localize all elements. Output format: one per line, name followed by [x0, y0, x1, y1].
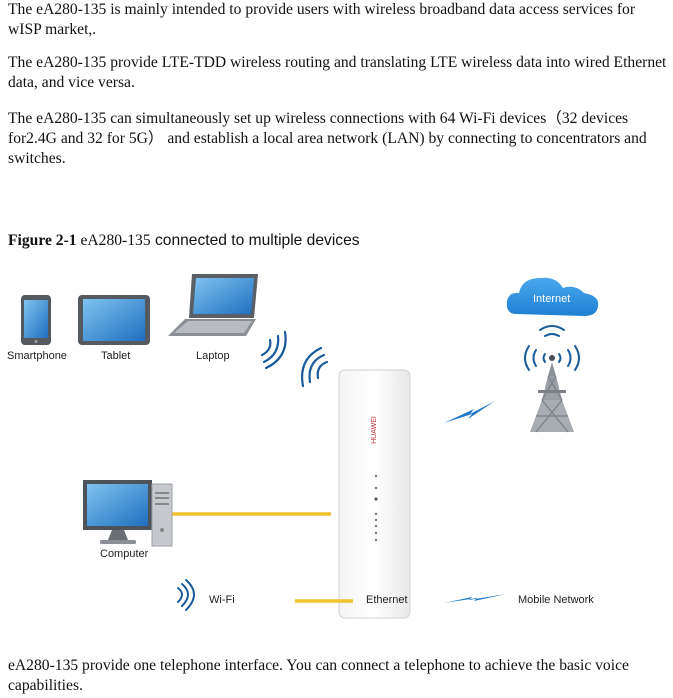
- tower-signal-icon: [524, 325, 580, 371]
- figure-caption-text: connected to multiple devices: [150, 232, 360, 249]
- router-brand-logo: HUAWEI: [371, 416, 378, 444]
- computer-icon: [83, 480, 173, 547]
- mobile-network-bolt-icon: [444, 401, 495, 423]
- figure-caption: Figure 2-1 eA280-135 connected to multip…: [8, 232, 360, 250]
- figure-model: eA280-135: [80, 232, 151, 249]
- legend-wifi-icon: [177, 579, 195, 611]
- intro-paragraph-1: The eA280-135 is mainly intended to prov…: [8, 1, 636, 38]
- intro-paragraph-3: The eA280-135 can simultaneously set up …: [8, 110, 647, 167]
- wifi-signal-icon: [260, 330, 329, 388]
- smartphone-icon: [21, 295, 51, 345]
- intro-paragraph-2: The eA280-135 provide LTE-TDD wireless r…: [8, 54, 667, 91]
- laptop-label: Laptop: [196, 350, 230, 362]
- legend-mobile-label: Mobile Network: [518, 594, 594, 606]
- router-device: HUAWEI: [338, 369, 411, 619]
- internet-label: Internet: [533, 293, 571, 305]
- legend-mobile-bolt-icon: [444, 594, 506, 603]
- computer-label: Computer: [100, 548, 149, 560]
- legend-ethernet-label: Ethernet: [366, 594, 408, 606]
- legend-wifi-label: Wi-Fi: [209, 594, 235, 606]
- laptop-icon: [168, 274, 258, 336]
- smartphone-label: Smartphone: [7, 350, 67, 362]
- internet-cloud-icon: [506, 277, 599, 316]
- cell-tower-icon: [530, 355, 574, 433]
- closing-paragraph: eA280-135 provide one telephone interfac…: [8, 657, 629, 694]
- figure-number: Figure 2-1: [8, 232, 77, 249]
- tablet-icon: [78, 295, 150, 345]
- tablet-label: Tablet: [101, 350, 131, 362]
